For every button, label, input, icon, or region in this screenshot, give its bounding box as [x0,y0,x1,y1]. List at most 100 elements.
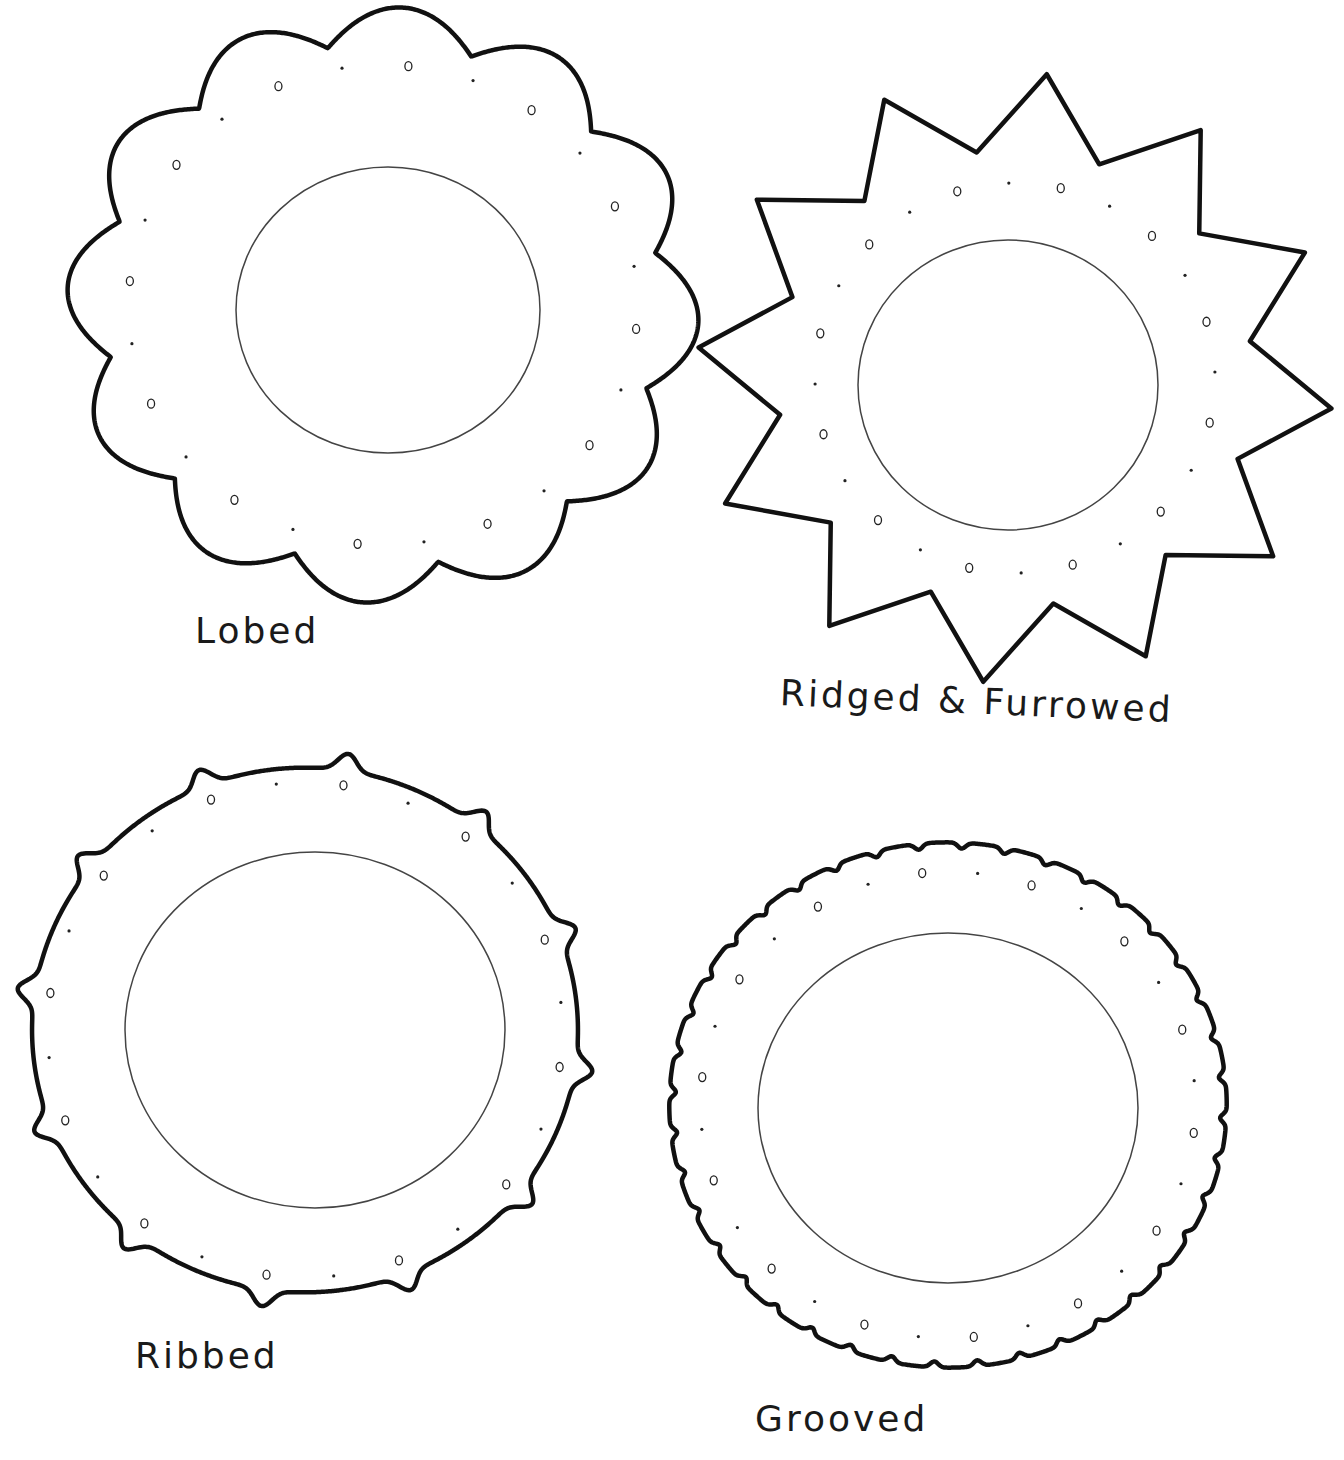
pore-mark [611,202,618,211]
dot-mark [340,67,343,70]
pore-mark [710,1176,717,1185]
dot-mark [1120,1270,1123,1273]
dot-mark [773,937,776,940]
dot-mark [1026,1324,1029,1327]
pore-mark [100,871,107,880]
dot-mark [632,265,635,268]
dot-mark [1157,981,1160,984]
outer-outline [699,74,1332,682]
pore-mark [1148,231,1155,240]
dot-mark [1193,1079,1196,1082]
dot-mark [837,284,840,287]
pore-mark [484,519,491,528]
pore-mark [768,1264,775,1273]
pore-mark [148,399,155,408]
dot-mark [736,1226,739,1229]
dot-mark [559,1001,562,1004]
pore-mark [1157,507,1164,516]
pore-mark [861,1320,868,1329]
dot-mark [1213,370,1216,373]
dot-mark [917,1335,920,1338]
dot-mark [422,540,425,543]
dot-mark [619,388,622,391]
dot-mark [578,151,581,154]
pore-mark [1190,1128,1197,1137]
pore-mark [1203,317,1210,326]
pore-mark [141,1219,148,1228]
dot-mark [1020,571,1023,574]
pore-mark [954,187,961,196]
dot-mark [200,1255,203,1258]
grooved-section [669,842,1226,1367]
pore-mark [126,277,133,286]
pore-mark [528,106,535,115]
dot-mark [1108,205,1111,208]
pore-mark [586,441,593,450]
pore-mark [633,324,640,333]
pore-mark [919,869,926,878]
pore-mark [1057,184,1064,193]
ribbed-section [18,754,592,1306]
inner-circle [858,240,1158,530]
shape-label: Grooved [755,1398,928,1439]
dot-mark [291,528,294,531]
pore-mark [820,430,827,439]
pore-mark [405,62,412,71]
dot-mark [332,1274,335,1277]
dot-mark [843,479,846,482]
inner-circle [236,167,540,453]
ridged-section [699,74,1332,682]
outer-outline [68,7,699,602]
dot-mark [67,929,70,932]
dot-mark [813,382,816,385]
dot-mark [471,79,474,82]
dot-mark [511,882,514,885]
dot-mark [143,218,146,221]
pore-mark [541,935,548,944]
dot-mark [1119,542,1122,545]
dot-mark [976,872,979,875]
dot-mark [908,211,911,214]
pore-mark [340,781,347,790]
pore-mark [817,329,824,338]
inner-circle [125,852,505,1208]
pore-mark [462,832,469,841]
dot-mark [151,829,154,832]
dot-mark [48,1056,51,1059]
dot-mark [539,1127,542,1130]
pore-mark [875,516,882,525]
dot-mark [919,548,922,551]
dot-mark [813,1300,816,1303]
pore-mark [1069,560,1076,569]
dot-mark [456,1228,459,1231]
pore-mark [275,82,282,91]
pore-mark [556,1062,563,1071]
pore-mark [395,1256,402,1265]
dot-mark [275,782,278,785]
pore-mark [208,795,215,804]
inner-circle [758,933,1138,1283]
shape-label: Ribbed [135,1335,279,1376]
dot-mark [1007,181,1010,184]
pore-mark [173,160,180,169]
dot-mark [1179,1182,1182,1185]
pore-mark [699,1073,706,1082]
pore-mark [970,1332,977,1341]
dot-mark [713,1025,716,1028]
dot-mark [542,489,545,492]
pore-mark [231,495,238,504]
pore-mark [503,1180,510,1189]
pore-mark [62,1116,69,1125]
pore-mark [736,975,743,984]
pore-mark [966,563,973,572]
dot-mark [96,1175,99,1178]
pore-mark [866,240,873,249]
dot-mark [1080,907,1083,910]
pore-mark [1179,1025,1186,1034]
outer-outline [669,842,1226,1367]
dot-mark [220,118,223,121]
dot-mark [130,342,133,345]
pore-mark [1075,1299,1082,1308]
